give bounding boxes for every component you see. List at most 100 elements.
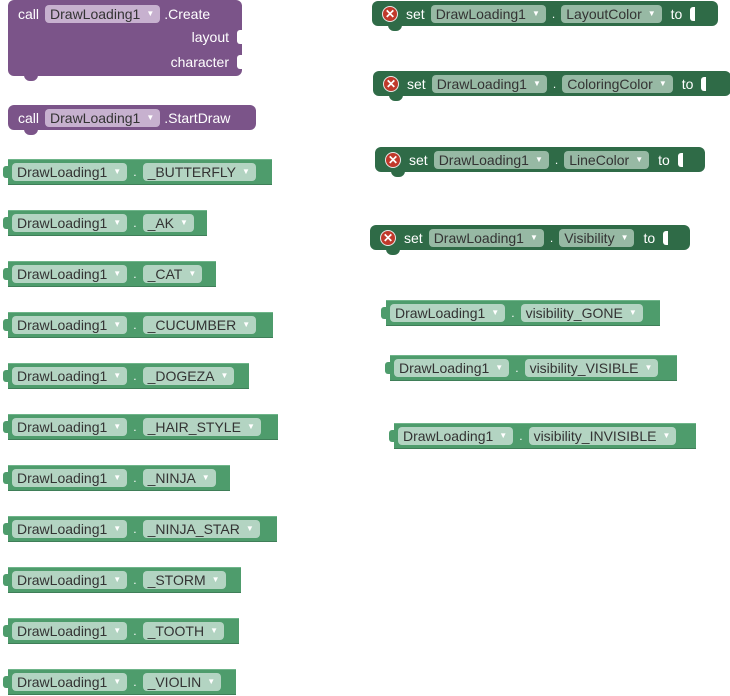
error-icon[interactable]: ✕ [385,151,401,168]
constant-dropdown[interactable]: visibility_GONE▼ [520,304,643,322]
error-icon[interactable]: ✕ [380,229,396,246]
constant-dropdown[interactable]: _TOOTH▼ [142,622,225,640]
constant-dropdown[interactable]: _CUCUMBER▼ [142,316,257,334]
call-startdraw-block[interactable]: call DrawLoading1▼ .StartDraw [8,105,256,135]
component-dropdown[interactable]: DrawLoading1▼ [12,418,128,436]
error-icon[interactable]: ✕ [382,5,398,22]
constant-dropdown[interactable]: visibility_INVISIBLE▼ [528,427,677,445]
component-dropdown[interactable]: DrawLoading1▼ [12,622,128,640]
dot-separator: . [515,361,519,375]
component-dropdown[interactable]: DrawLoading1▼ [12,673,128,691]
constant-block[interactable]: DrawLoading1▼._BUTTERFLY▼ [3,159,272,185]
component-dropdown[interactable]: DrawLoading1▼ [430,4,546,23]
call-create-block[interactable]: call DrawLoading1▼ .Create layout charac… [8,0,242,81]
block-notch [24,75,38,81]
input-socket[interactable] [237,30,242,44]
component-dropdown[interactable]: DrawLoading1▼ [12,214,128,232]
component-dropdown[interactable]: DrawLoading1▼ [45,108,161,127]
component-dropdown[interactable]: DrawLoading1▼ [12,265,128,283]
constant-dropdown[interactable]: _NINJA_STAR▼ [142,520,260,538]
component-name: DrawLoading1 [399,360,490,376]
constant-block[interactable]: DrawLoading1▼.visibility_INVISIBLE▼ [389,423,696,449]
component-dropdown[interactable]: DrawLoading1▼ [12,520,128,538]
setter-block[interactable]: ✕ set DrawLoading1▼ . Visibility▼ to [370,225,690,255]
component-dropdown[interactable]: DrawLoading1▼ [431,74,547,93]
constant-block[interactable]: DrawLoading1▼. _AK▼ [3,210,207,236]
input-socket[interactable] [690,6,696,21]
setter-block[interactable]: ✕ set DrawLoading1▼ . LayoutColor▼ to [372,1,718,31]
output-plug [389,430,395,442]
constant-block[interactable]: DrawLoading1▼._HAIR_STYLE▼ [3,414,278,440]
constant-block[interactable]: DrawLoading1▼.visibility_GONE▼ [381,300,660,326]
constant-name: _BUTTERFLY [147,164,236,180]
component-dropdown[interactable]: DrawLoading1▼ [12,367,128,385]
setter-block[interactable]: ✕ set DrawLoading1▼ . ColoringColor▼ to [373,71,730,101]
chevron-down-icon: ▼ [628,308,637,317]
constant-dropdown[interactable]: _NINJA ▼ [142,469,216,487]
property-name: ColoringColor [567,75,653,92]
constant-block[interactable]: DrawLoading1▼._STORM▼ [3,567,241,593]
constant-dropdown[interactable]: _VIOLIN▼ [142,673,222,691]
input-socket[interactable] [677,152,683,167]
chevron-down-icon: ▼ [635,154,644,164]
dot-separator: . [133,216,137,230]
component-dropdown[interactable]: DrawLoading1▼ [398,427,514,445]
chevron-down-icon: ▼ [658,78,667,88]
constant-block[interactable]: DrawLoading1▼._TOOTH▼ [3,618,239,644]
chevron-down-icon: ▼ [201,473,210,482]
constant-dropdown[interactable]: _BUTTERFLY▼ [142,163,256,181]
setter-block[interactable]: ✕ set DrawLoading1▼ . LineColor▼ to [375,147,705,177]
constant-dropdown[interactable]: _CAT▼ [142,265,203,283]
dot-separator: . [549,230,554,245]
constant-name: _VIOLIN [147,674,202,690]
component-dropdown[interactable]: DrawLoading1▼ [12,163,128,181]
chevron-down-icon: ▼ [499,431,508,440]
chevron-down-icon: ▼ [113,677,122,686]
chevron-down-icon: ▼ [220,371,229,380]
constant-block[interactable]: DrawLoading1▼._CUCUMBER▼ [3,312,273,338]
component-dropdown[interactable]: DrawLoading1▼ [12,571,128,589]
error-icon[interactable]: ✕ [383,75,399,92]
set-keyword: set [404,229,423,246]
output-plug [3,523,9,535]
chevron-down-icon: ▼ [210,626,219,635]
component-dropdown[interactable]: DrawLoading1▼ [12,316,128,334]
constant-name: _NINJA [147,470,196,486]
property-dropdown[interactable]: Visibility▼ [559,228,635,247]
chevron-down-icon: ▼ [180,218,188,227]
output-plug [3,217,9,229]
component-dropdown[interactable]: DrawLoading1▼ [45,5,161,23]
constant-dropdown[interactable]: _STORM▼ [142,571,226,589]
constant-name: _DOGEZA [147,368,215,384]
method-name: .Create [164,6,211,22]
component-dropdown[interactable]: DrawLoading1 ▼ [390,304,506,322]
constant-block[interactable]: DrawLoading1▼. visibility_VISIBLE▼ [385,355,677,381]
component-dropdown[interactable]: DrawLoading1▼ [428,228,544,247]
input-socket[interactable] [663,230,669,245]
constant-dropdown[interactable]: visibility_VISIBLE▼ [524,359,659,377]
property-dropdown[interactable]: ColoringColor ▼ [562,74,673,93]
property-dropdown[interactable]: LayoutColor▼ [561,4,662,23]
constant-name: _STORM [147,572,206,588]
component-dropdown[interactable]: DrawLoading1▼ [12,469,128,487]
constant-name: _NINJA_STAR [147,521,240,537]
component-dropdown[interactable]: DrawLoading1▼ [433,150,549,169]
dot-separator: . [133,267,137,281]
constant-block[interactable]: DrawLoading1▼._NINJA▼ [3,465,230,491]
input-socket[interactable] [701,76,707,91]
chevron-down-icon: ▼ [491,308,500,317]
chevron-down-icon: ▼ [534,154,543,164]
constant-block[interactable]: DrawLoading1▼._NINJA_STAR▼ [3,516,277,542]
input-socket[interactable] [237,55,242,69]
constant-block[interactable]: DrawLoading1▼._DOGEZA▼ [3,363,249,389]
constant-dropdown[interactable]: _HAIR_STYLE▼ [142,418,261,436]
property-dropdown[interactable]: LineColor▼ [564,150,650,169]
constant-block[interactable]: DrawLoading1▼._VIOLIN▼ [3,669,236,695]
constant-block[interactable]: DrawLoading1▼. _CAT▼ [3,261,216,287]
component-dropdown[interactable]: DrawLoading1▼ [394,359,510,377]
chevron-down-icon: ▼ [113,218,122,227]
constant-dropdown[interactable]: _AK▼ [142,214,194,232]
chevron-down-icon: ▼ [146,9,155,18]
component-name: DrawLoading1 [395,305,486,321]
constant-dropdown[interactable]: _DOGEZA ▼ [142,367,235,385]
